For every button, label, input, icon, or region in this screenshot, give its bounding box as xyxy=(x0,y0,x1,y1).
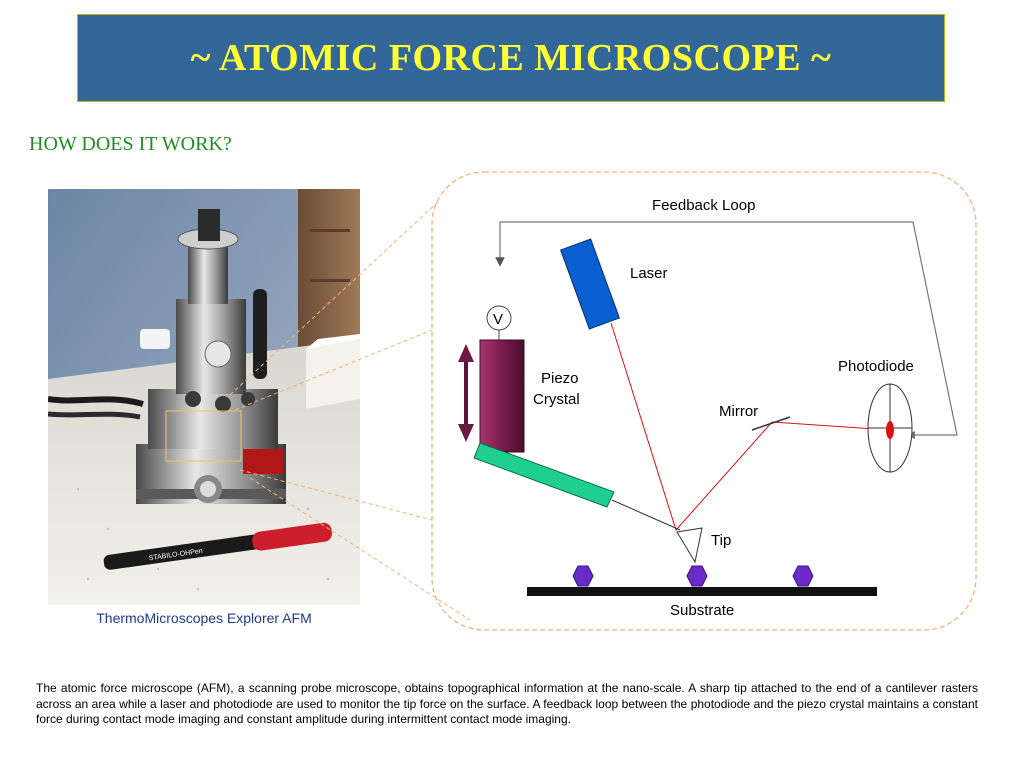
photodiode xyxy=(868,384,912,472)
photodiode-label: Photodiode xyxy=(838,358,914,375)
piezo-motion-arrow-icon xyxy=(458,344,474,442)
substrate xyxy=(527,587,877,596)
laser-label: Laser xyxy=(630,265,668,282)
callout-lines xyxy=(230,200,470,620)
piezo-crystal xyxy=(480,340,524,452)
description-paragraph: The atomic force microscope (AFM), a sca… xyxy=(36,681,978,728)
molecule xyxy=(687,566,707,586)
feedback-loop-label: Feedback Loop xyxy=(652,197,755,214)
piezo-label-line1: Piezo xyxy=(541,370,579,387)
cantilever xyxy=(474,443,614,507)
molecule xyxy=(793,566,813,586)
mirror-label: Mirror xyxy=(719,403,758,420)
tip-label: Tip xyxy=(711,532,731,549)
laser-block xyxy=(561,239,620,329)
laser-beam xyxy=(611,323,890,530)
voltage-label: V xyxy=(493,311,503,328)
molecule xyxy=(573,566,593,586)
piezo-label-line2: Crystal xyxy=(533,391,580,408)
substrate-label: Substrate xyxy=(670,602,734,619)
tip xyxy=(677,528,702,562)
